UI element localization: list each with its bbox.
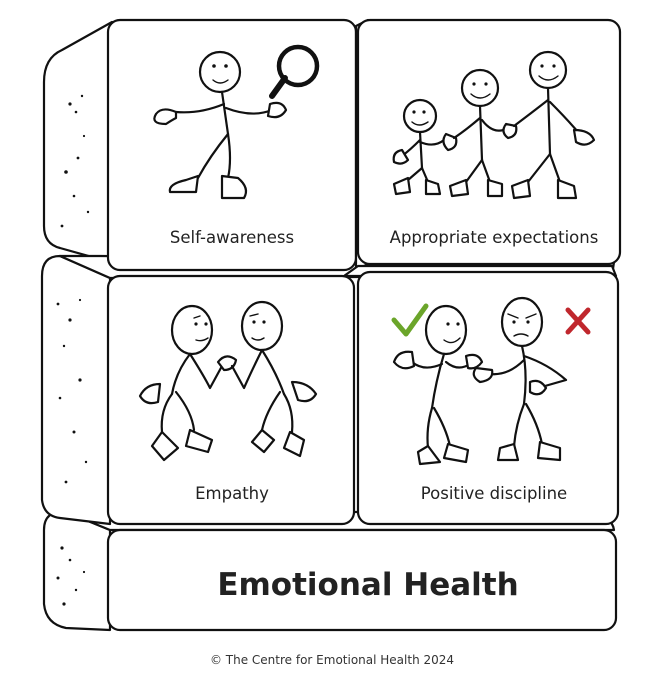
- magnifying-glass-icon: [269, 44, 320, 99]
- block-empathy: Empathy: [106, 274, 356, 526]
- block-label-appropriate-expectations: Appropriate expectations: [390, 228, 599, 247]
- base-front-face: [106, 528, 618, 632]
- base-texture: [56, 546, 86, 606]
- checkmark-icon: [391, 303, 429, 337]
- block-appropriate-expectations: Appropriate expectations: [354, 18, 622, 272]
- cross-icon: [565, 307, 591, 335]
- block-label-self-awareness: Self-awareness: [170, 228, 294, 247]
- top-block-side-face: [42, 20, 114, 264]
- block-self-awareness: Self-awareness: [106, 18, 358, 272]
- block-label-empathy: Empathy: [195, 484, 269, 503]
- figure-empathy: [138, 300, 318, 462]
- figure-discipline: [392, 296, 568, 466]
- bottom-block-side-face: [40, 254, 112, 526]
- block-label-positive-discipline: Positive discipline: [421, 484, 567, 503]
- figure-self-aware: [153, 50, 288, 200]
- side-texture: [56, 94, 90, 484]
- figure-family: [392, 50, 596, 200]
- base-side-face: [42, 510, 112, 632]
- block-positive-discipline: Positive discipline: [342, 264, 620, 526]
- base-title: Emotional Health: [217, 567, 518, 603]
- block-front-face: [106, 274, 356, 526]
- copyright-notice: © The Centre for Emotional Health 2024: [210, 653, 454, 667]
